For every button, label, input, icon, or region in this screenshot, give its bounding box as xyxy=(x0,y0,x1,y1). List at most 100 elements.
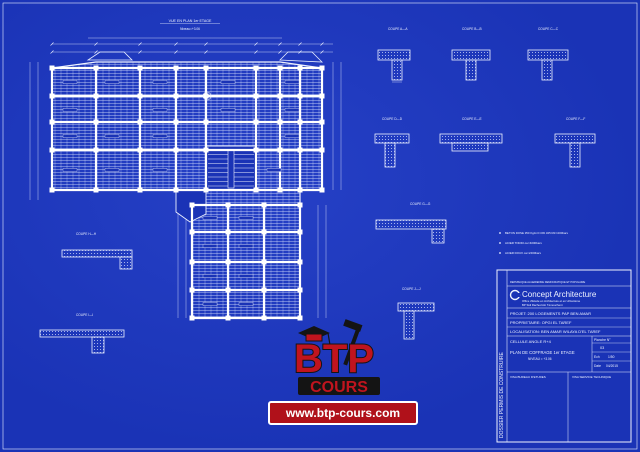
section-ii: COUPE I—I xyxy=(39,313,125,354)
column xyxy=(297,93,303,99)
stamp-right-label: VISA SERVICE TECHNIQUE xyxy=(572,375,611,379)
column xyxy=(203,187,209,193)
firm-subtitle-1: Office d'Etude en Architecture et en Urb… xyxy=(522,299,581,303)
column xyxy=(319,147,325,153)
ech-label: Ech xyxy=(594,355,600,359)
section-gg: COUPE G—G xyxy=(375,202,447,244)
column xyxy=(49,147,55,153)
section-ii-label: COUPE I—I xyxy=(76,313,93,317)
column xyxy=(319,187,325,193)
beam-tag xyxy=(202,216,218,220)
column xyxy=(319,119,325,125)
beam-tag xyxy=(238,274,254,278)
column xyxy=(261,229,267,235)
beam-tag xyxy=(104,168,120,172)
column xyxy=(297,229,303,235)
section-dd-label: COUPE D—D xyxy=(382,117,403,121)
date-value: 04/2015 xyxy=(606,364,618,368)
column xyxy=(49,93,55,99)
beam-tag xyxy=(284,80,300,84)
beam-tag xyxy=(62,108,78,112)
column xyxy=(189,229,195,235)
column xyxy=(137,119,143,125)
beam-tag xyxy=(62,134,78,138)
firm-subtitle-2: BP Sidi Rached Ain Témouchent xyxy=(522,303,563,307)
column xyxy=(173,119,179,125)
beam-tag xyxy=(238,216,254,220)
dimension-tick xyxy=(138,42,142,46)
section-ee: COUPE E—E xyxy=(439,117,503,152)
title-block-vertical-text: DOSSIER PERMIS DE CONSTRUIRE xyxy=(499,351,505,438)
planche-value: 03 xyxy=(600,346,604,350)
beam-tag xyxy=(152,108,168,112)
dimension-lines-left xyxy=(29,62,187,318)
dimension-tick xyxy=(254,42,258,46)
column xyxy=(173,93,179,99)
column xyxy=(277,187,283,193)
column xyxy=(277,65,283,71)
section-aa-label: COUPE A—A xyxy=(388,27,408,31)
material-note-concrete: BETON DOSE 350 Kg/m3 CPA 325 Rfc=200bars xyxy=(505,231,569,235)
beam-tag xyxy=(202,302,218,306)
column xyxy=(297,147,303,153)
dimension-tick xyxy=(204,50,208,54)
sheet-title: PLAN DE COFFRAGE 1er ETAGE xyxy=(510,350,575,355)
column xyxy=(189,259,195,265)
column xyxy=(261,315,267,321)
column xyxy=(253,147,259,153)
dimension-lines-top xyxy=(50,37,333,54)
column xyxy=(253,65,259,71)
column xyxy=(93,65,99,71)
column xyxy=(253,187,259,193)
section-details: COUPE A—A COUPE B—B COUPE C—C COUPE D—D … xyxy=(39,27,596,354)
column xyxy=(297,315,303,321)
date-label: Date xyxy=(594,364,601,368)
location-line: LOCALISATION: BEN AMAR WILAYA D'EL TAREF xyxy=(510,329,601,334)
beam-tag xyxy=(62,80,78,84)
site-url-badge[interactable]: www.btp-cours.com xyxy=(268,401,418,425)
section-hh: COUPE H—H xyxy=(61,232,133,270)
beam-tag xyxy=(104,134,120,138)
plan-title: VUE EN PLAN 1er ETAGE xyxy=(169,19,212,23)
column xyxy=(319,93,325,99)
sheet-level: NIVEAU = +3.06 xyxy=(528,357,552,361)
column xyxy=(319,65,325,71)
firm-logo-icon xyxy=(509,289,521,301)
column xyxy=(225,259,231,265)
beam-tag xyxy=(104,80,120,84)
column xyxy=(277,93,283,99)
stamp-left-label: VISA BUREAU D'ETUDES xyxy=(510,375,546,379)
beam-tag xyxy=(220,80,236,84)
dimension-tick xyxy=(254,50,258,54)
section-cc: COUPE C—C xyxy=(527,27,569,81)
cellule-line: CELLULE ANGLE R+4 xyxy=(510,339,552,344)
column xyxy=(297,187,303,193)
column xyxy=(93,187,99,193)
column xyxy=(93,119,99,125)
column xyxy=(49,119,55,125)
column xyxy=(203,119,209,125)
column xyxy=(261,287,267,293)
beam-tag xyxy=(238,302,254,306)
beam-tag xyxy=(62,168,78,172)
dimension-tick xyxy=(94,42,98,46)
section-gg-label: COUPE G—G xyxy=(410,202,431,206)
beam-tag xyxy=(202,274,218,278)
dimension-tick xyxy=(320,50,324,54)
title-block: DOSSIER PERMIS DE CONSTRUIRE REPUBLIQUE … xyxy=(496,269,632,443)
column xyxy=(297,287,303,293)
section-dd: COUPE D—D xyxy=(374,117,410,168)
beam-tag xyxy=(238,244,254,248)
dimension-tick xyxy=(204,42,208,46)
column xyxy=(203,93,209,99)
beam-tag xyxy=(284,134,300,138)
section-jj-label: COUPE J—J xyxy=(402,287,421,291)
planche-label: Planche N° xyxy=(594,338,611,342)
republic-line: REPUBLIQUE ALGERIENNE DEMOCRATIQUE ET PO… xyxy=(510,280,586,284)
upper-wing-slab xyxy=(51,61,323,206)
beam-tag xyxy=(152,134,168,138)
beam-tag xyxy=(284,108,300,112)
column xyxy=(261,259,267,265)
